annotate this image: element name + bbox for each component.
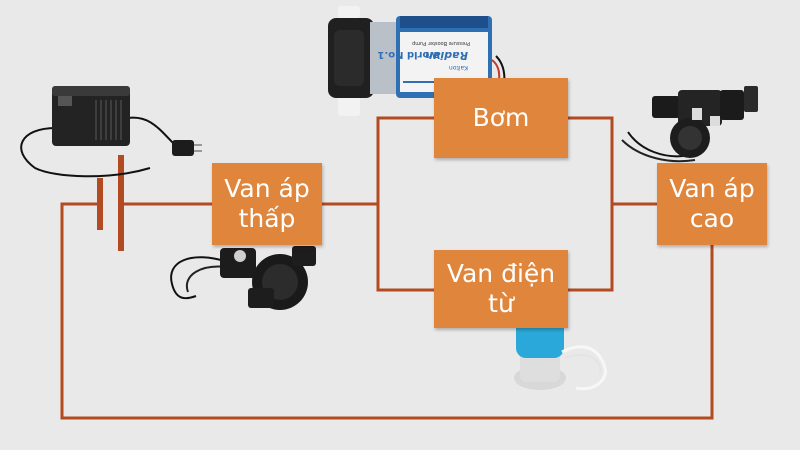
solenoid-valve-label-line1: Van điện [446, 259, 556, 288]
low-pressure-valve-label-line2: thấp [238, 204, 296, 233]
wire-pump-branch [376, 116, 614, 204]
wire-left-loop [60, 202, 714, 420]
wiring [60, 116, 714, 420]
low-pressure-valve-box: Van áp thấp [212, 163, 322, 245]
pump-label: Bơm [472, 103, 530, 132]
pump-sticker-brand: Kaiton [449, 64, 468, 71]
high-pressure-valve-label-line1: Van áp [669, 174, 755, 203]
power-source-icon [97, 155, 124, 251]
solenoid-valve-label-line2: từ [488, 289, 514, 318]
pump-sticker: Kaiton Radian World No.1 Pressure Booste… [377, 40, 470, 71]
pump-sticker-model: Radian [425, 49, 468, 62]
pump-box: Bơm [434, 78, 568, 158]
solenoid-valve-box: Van điện từ [434, 250, 568, 328]
high-pressure-switch-icon [621, 86, 758, 163]
power-adapter-icon [20, 86, 202, 178]
high-pressure-valve-box: Van áp cao [657, 163, 767, 245]
high-pressure-valve-label-line2: cao [689, 204, 735, 233]
booster-pump-icon [328, 6, 506, 116]
low-pressure-switch-icon [170, 246, 316, 310]
pump-sticker-tagline: World No.1 [377, 49, 440, 60]
low-pressure-valve-label-line1: Van áp [224, 174, 310, 203]
pump-sticker-subtitle: Pressure Booster Pump [412, 40, 470, 46]
wire-solenoid-branch [376, 204, 614, 292]
